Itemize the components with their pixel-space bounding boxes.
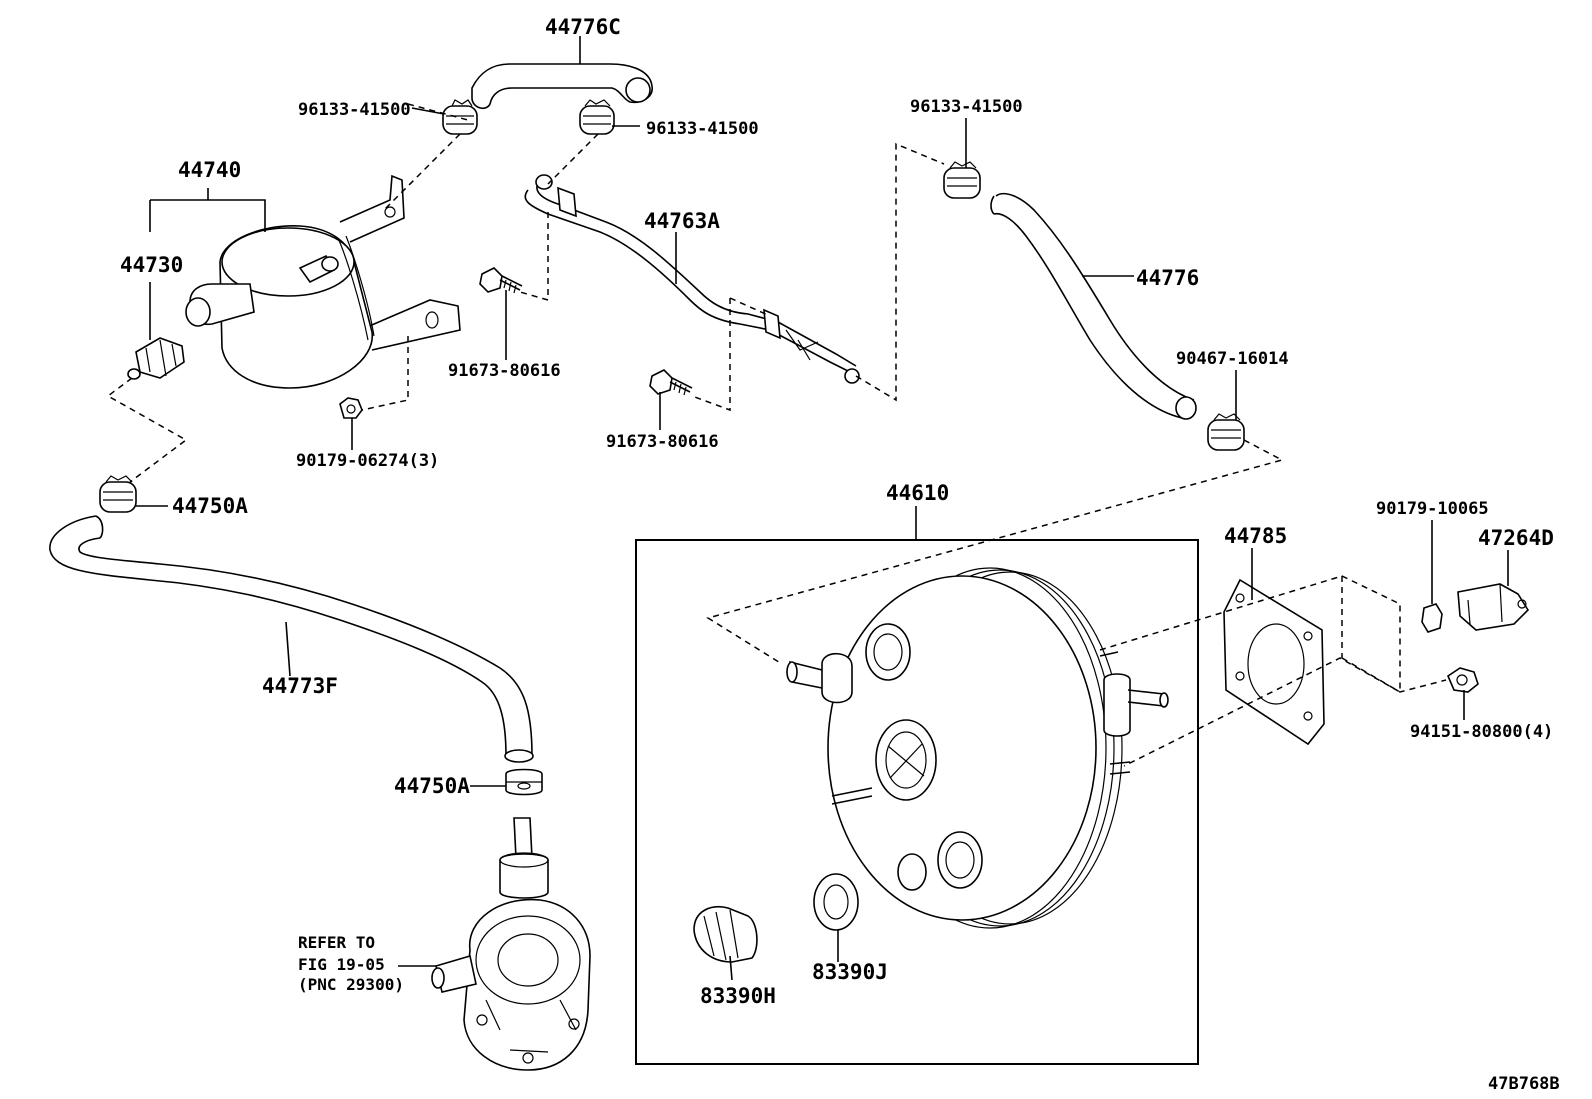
note-refer-line1: REFER TO — [298, 933, 375, 952]
label-44776c: 44776C — [545, 15, 621, 39]
clamp-44750a-lower — [505, 768, 543, 796]
label-44750a-upper: 44750A — [172, 494, 248, 518]
label-96133-41500-left: 96133-41500 — [298, 100, 411, 120]
hose-44776c — [471, 63, 653, 110]
label-90179-06274: 90179-06274(3) — [296, 451, 439, 471]
leader-lines — [136, 36, 1509, 981]
label-96133-41500-right: 96133-41500 — [910, 97, 1023, 117]
label-44773f: 44773F — [262, 674, 338, 698]
label-90467-16014: 90467-16014 — [1176, 349, 1289, 369]
pipe-44763a — [524, 174, 860, 384]
label-44763a: 44763A — [644, 209, 720, 233]
bracket-47264d — [1457, 583, 1530, 631]
diagram-code: 47B768B — [1488, 1074, 1560, 1094]
label-44785: 44785 — [1224, 524, 1287, 548]
note-refer-line2: FIG 19-05 — [298, 955, 385, 974]
bolt-91673-80616-lower — [649, 369, 693, 396]
vacuum-pump — [431, 817, 591, 1071]
clamp-96133-right — [943, 161, 981, 199]
nut-94151-80800 — [1447, 667, 1479, 693]
bracket-44740 — [149, 188, 266, 232]
note-refer-line3: (PNC 29300) — [298, 975, 404, 994]
label-44610: 44610 — [886, 481, 949, 505]
vacuum-tank-44740 — [185, 174, 461, 389]
label-44776: 44776 — [1136, 266, 1199, 290]
seal-83390j — [813, 873, 859, 931]
label-91673-80616-lower: 91673-80616 — [606, 432, 719, 452]
spacer-90179-10065 — [1421, 603, 1443, 633]
label-83390h: 83390H — [700, 984, 776, 1008]
label-96133-41500-middle: 96133-41500 — [646, 119, 759, 139]
assembly-dashed-lines — [106, 103, 1447, 767]
gasket-44785 — [1223, 578, 1325, 746]
label-47264d: 47264D — [1478, 526, 1554, 550]
booster-assembly-frame — [635, 539, 1199, 1065]
label-44750a-lower: 44750A — [394, 774, 470, 798]
label-83390j: 83390J — [812, 960, 888, 984]
label-90179-10065: 90179-10065 — [1376, 499, 1489, 519]
hose-44773f — [49, 515, 534, 763]
clamp-96133-left — [442, 99, 478, 135]
bolt-91673-80616-upper — [479, 267, 523, 294]
nut-90179-06274 — [339, 397, 363, 419]
label-91673-80616-upper: 91673-80616 — [448, 361, 561, 381]
cap-83390h — [693, 906, 758, 963]
clamp-44750a-upper — [99, 475, 137, 513]
brake-booster-44610 — [786, 567, 1169, 929]
label-44740: 44740 — [178, 158, 241, 182]
clamp-90467-16014 — [1207, 413, 1245, 451]
label-44730: 44730 — [120, 253, 183, 277]
label-94151-80800: 94151-80800(4) — [1410, 722, 1553, 742]
sensor-44730 — [127, 337, 185, 380]
clamp-96133-middle — [579, 99, 615, 135]
hose-44776 — [990, 192, 1197, 420]
